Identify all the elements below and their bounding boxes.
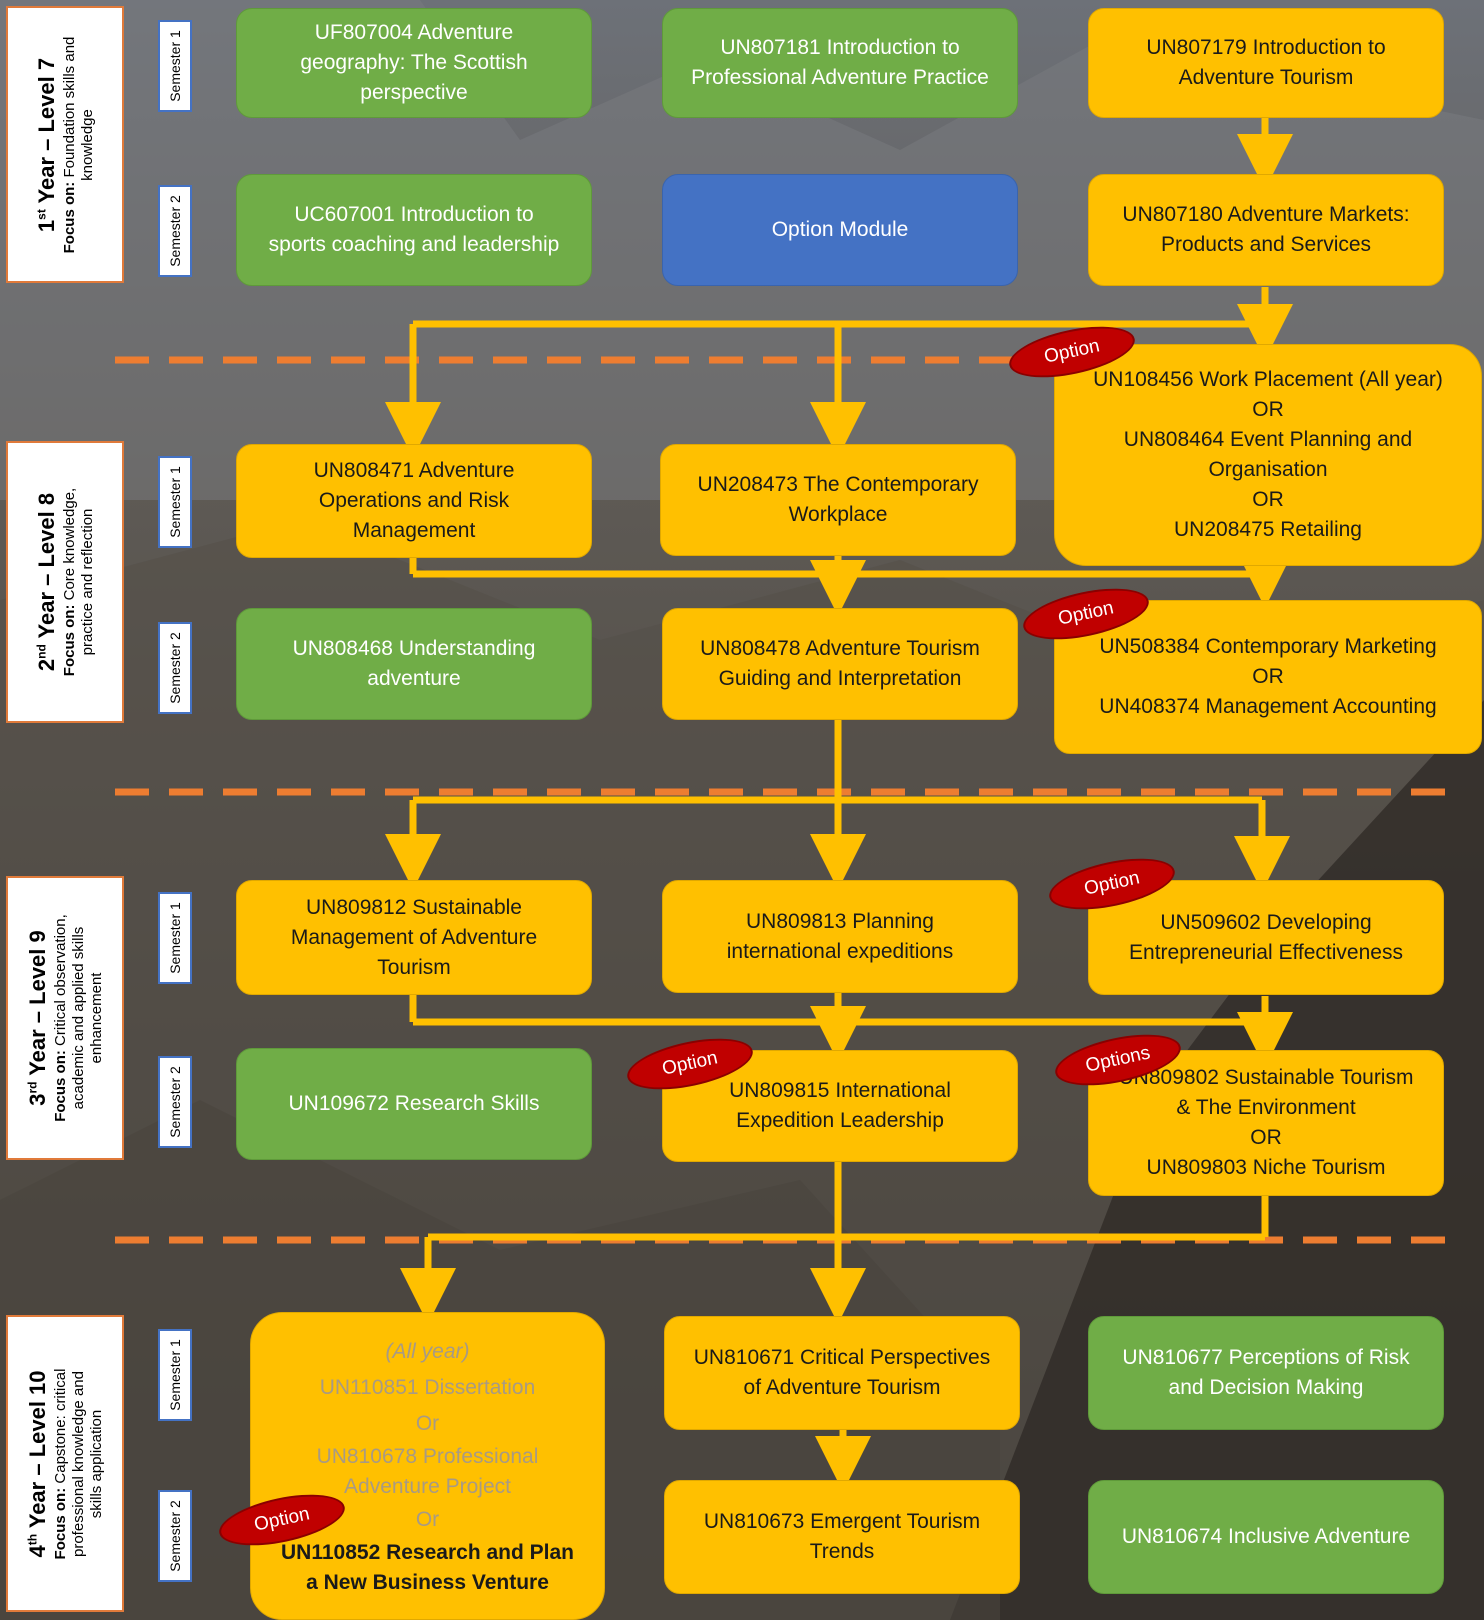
module-un810674: UN810674 Inclusive Adventure	[1088, 1480, 1444, 1594]
semester-label: Semester 2	[158, 1490, 192, 1582]
semester-label: Semester 1	[158, 456, 192, 548]
option-module: Option Module	[662, 174, 1018, 286]
module-un109672: UN109672 Research Skills	[236, 1048, 592, 1160]
year-1-label: 1st Year – Level 7 Focus on: Foundation …	[6, 6, 124, 283]
semester-label: Semester 1	[158, 1329, 192, 1421]
semester-label: Semester 2	[158, 185, 192, 277]
semester-label: Semester 2	[158, 622, 192, 714]
module-un807180: UN807180 Adventure Markets:Products and …	[1088, 174, 1444, 286]
semester-label: Semester 1	[158, 20, 192, 112]
year-2-label: 2nd Year – Level 8 Focus on: Core knowle…	[6, 441, 124, 723]
year-3-label: 3rd Year – Level 9 Focus on: Critical ob…	[6, 876, 124, 1160]
year-4-label: 4th Year – Level 10 Focus on: Capstone: …	[6, 1315, 124, 1612]
semester-label: Semester 1	[158, 892, 192, 984]
module-capstone-option: (All year) UN110851 Dissertation Or UN81…	[250, 1312, 605, 1620]
semester-label: Semester 2	[158, 1056, 192, 1148]
